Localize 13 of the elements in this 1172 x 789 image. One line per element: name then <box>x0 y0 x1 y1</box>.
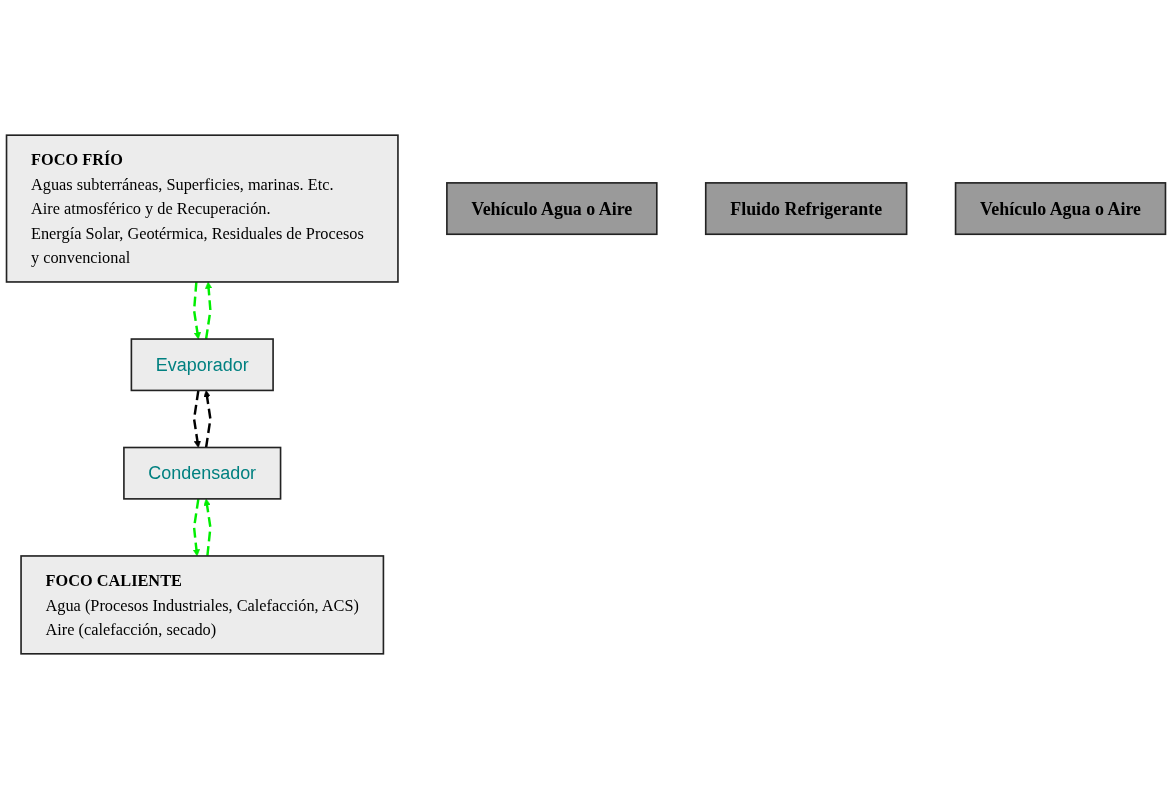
arrow <box>192 498 200 557</box>
arrow <box>203 498 212 557</box>
node-box: Condensador <box>123 446 282 500</box>
arrow <box>192 390 201 448</box>
node-box: Vehículo Agua o Aire <box>954 182 1167 236</box>
node-box: FOCO FRÍO Aguas subterráneas, Superficies, marinas. Etc. Aire atmosférico y de Recuperación. Energía Solar, Geotérmica, Residuales de Procesos y convencional <box>5 134 399 283</box>
node-box: Fluido Refrigerante <box>704 182 908 236</box>
arrow <box>203 390 212 448</box>
arrow <box>204 281 213 340</box>
node-box: Vehículo Agua o Aire <box>446 182 658 236</box>
node-box: FOCO CALIENTE Agua (Procesos Industriales, Calefacción, ACS) Aire (calefacción, secado) <box>20 555 385 655</box>
arrow <box>192 281 201 340</box>
node-box: Evaporador <box>130 338 274 392</box>
